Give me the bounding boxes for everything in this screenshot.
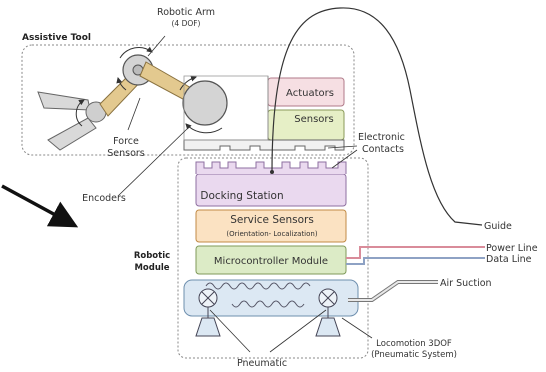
leader-encoders [117, 127, 189, 197]
force-sensors-label-1: Force [113, 136, 139, 147]
microcontroller-box [195, 245, 347, 275]
shoulder-joint [182, 80, 228, 126]
rotation-arrow-wrist [75, 99, 85, 127]
leader-pneumatic-right [269, 309, 327, 353]
tool-contact-plate [183, 139, 345, 151]
leader-contacts-2 [331, 149, 358, 169]
robotic-arm-label: Robotic Arm [157, 7, 215, 18]
locomotion-spring [205, 282, 311, 290]
robotic-arm-dof-label: (4 DOF) [171, 19, 200, 28]
guide-cable-anchor [270, 170, 274, 174]
power-line [346, 246, 485, 259]
leader-contacts-1 [327, 145, 358, 149]
tool-body [183, 75, 269, 141]
air-suction-label: Air Suction [440, 278, 492, 289]
guide-cable [271, 7, 483, 226]
pneumatic-joint-left [198, 288, 218, 308]
gripper-lower-jaw [47, 117, 97, 151]
robotic-module-frame [177, 157, 369, 359]
locomotion-label-2: (Pneumatic System) [371, 350, 457, 360]
robotic-module-label-2: Module [134, 263, 169, 273]
data-line-label: Data Line [486, 254, 532, 265]
leader-robotic-arm [147, 35, 166, 57]
pneumatic-joint-right [318, 288, 338, 308]
locomotion-label-1: Locomotion 3DOF [376, 339, 452, 349]
assistive-tool-frame [21, 44, 355, 156]
service-sensors-box [195, 209, 347, 243]
rotation-arrow-elbow-2 [116, 77, 127, 91]
air-suction-tube-core [348, 281, 438, 301]
electronic-contacts-label-1: Electronic [358, 132, 405, 143]
suction-foot-left [195, 317, 221, 337]
rotation-arrow-shoulder [179, 75, 197, 91]
sensors-label: Sensors [294, 114, 334, 125]
force-sensors-label-2: Sensors [107, 148, 145, 159]
pneumatic-label: Pneumatic [237, 358, 287, 369]
suction-foot-right [315, 317, 341, 337]
data-line [346, 257, 485, 265]
locomotion-spring-lower [231, 300, 305, 308]
rotation-arrow-elbow [119, 46, 153, 59]
actuators-label: Actuators [286, 88, 334, 99]
robotic-arm [37, 46, 228, 151]
guide-label: Guide [484, 221, 512, 232]
rotation-arrow-shoulder-2 [185, 123, 223, 134]
pointer-arrow [1, 184, 79, 228]
robotic-module-label-1: Robotic [134, 251, 170, 261]
power-line-label: Power Line [486, 243, 538, 254]
electronic-contacts-label-2: Contacts [362, 144, 404, 155]
service-sensors-label: Service Sensors [230, 214, 314, 226]
docking-station-teeth [195, 161, 347, 174]
leader-pneumatic-left [209, 309, 251, 353]
service-sensors-sublabel: (Orientation- Localization) [226, 230, 317, 238]
assistive-tool-label: Assistive Tool [22, 33, 91, 43]
encoders-label: Encoders [82, 193, 126, 204]
leader-force-sensors [127, 97, 141, 131]
leader-locomotion [341, 317, 373, 339]
docking-station-label: Docking Station [200, 190, 283, 202]
microcontroller-label: Microcontroller Module [214, 256, 328, 267]
